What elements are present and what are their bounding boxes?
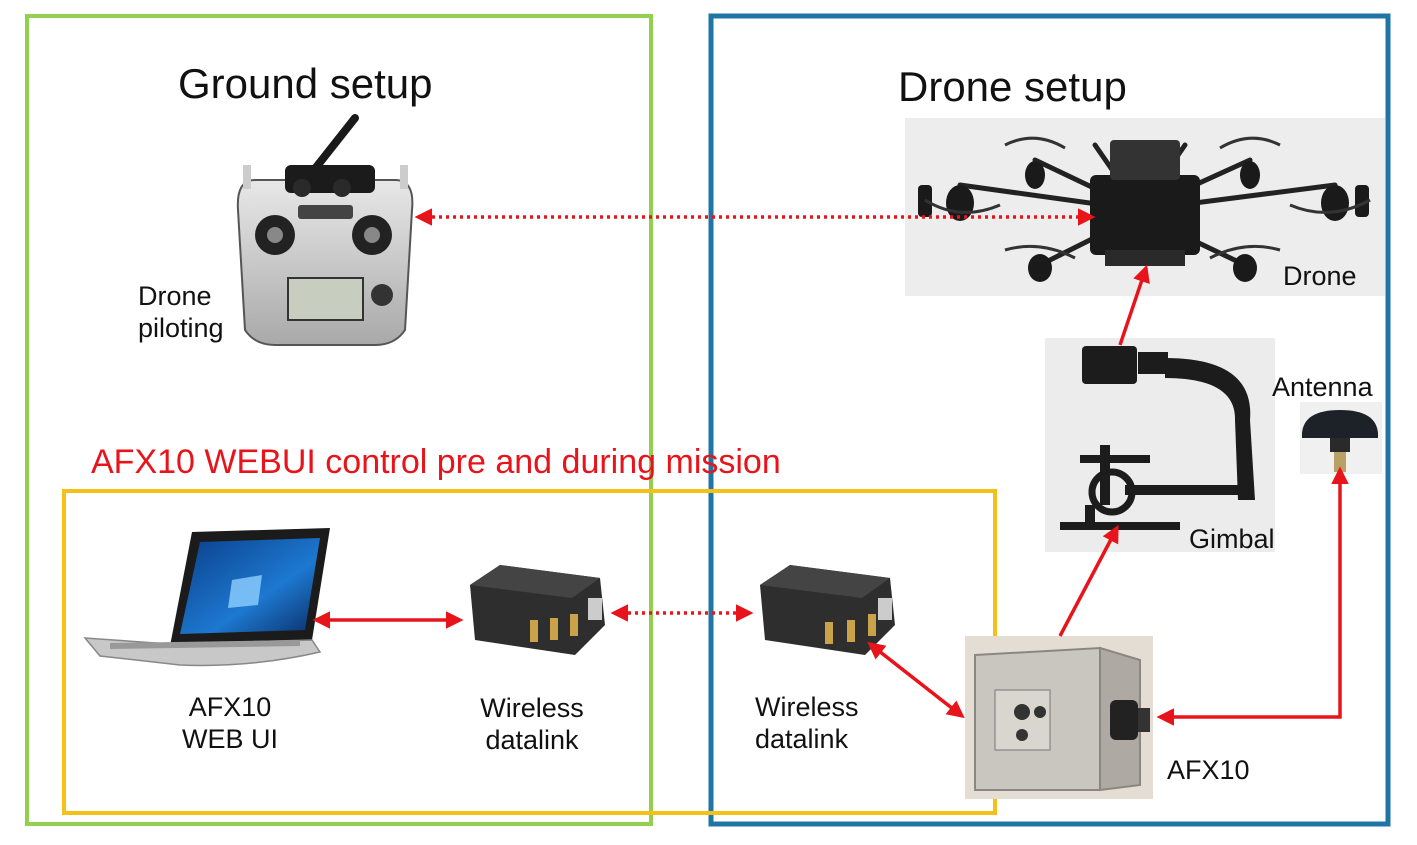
ground-setup-box [25, 14, 653, 826]
drone-datalink-line1: Wireless [755, 692, 859, 722]
afx10-device-icon [965, 636, 1153, 799]
drone-piloting-line1: Drone [138, 281, 212, 311]
drone-icon [905, 118, 1385, 296]
drone-piloting-label: Drone piloting [138, 280, 224, 344]
gimbal-icon [1045, 338, 1275, 552]
rc-transmitter-icon [236, 114, 414, 346]
drone-setup-title: Drone setup [898, 63, 1127, 110]
afx10-antenna-link [1156, 466, 1349, 726]
laptop-icon [83, 528, 330, 667]
drone-setup-box [708, 13, 1391, 827]
gimbal-drone-link [1118, 264, 1150, 346]
ground-datalink-line2: datalink [485, 725, 579, 755]
drone-datalink-label: Wireless datalink [755, 691, 859, 755]
webui-line2: WEB UI [181, 724, 278, 754]
afx10-gimbal-link [1058, 524, 1119, 637]
datalink-icon [470, 565, 605, 655]
webui-line1: AFX10 [188, 692, 272, 722]
afx10-label: AFX10 [1167, 755, 1250, 785]
datalink-icon [760, 565, 895, 655]
webui-mission-title: AFX10 WEBUI control pre and during missi… [91, 443, 781, 481]
antenna-label: Antenna [1272, 372, 1373, 402]
ground-setup-title: Ground setup [178, 60, 433, 107]
drone-datalink-line2: datalink [755, 724, 849, 754]
ground-datalink-label: Wireless datalink [462, 692, 602, 756]
drone-label: Drone [1283, 261, 1357, 291]
drone-piloting-line2: piloting [138, 313, 224, 343]
ground-datalink-line1: Wireless [480, 693, 584, 723]
gimbal-label: Gimbal [1189, 524, 1275, 554]
datalink-afx10-link [867, 641, 965, 719]
antenna-icon [1300, 402, 1382, 474]
webui-label: AFX10 WEB UI [160, 691, 300, 755]
